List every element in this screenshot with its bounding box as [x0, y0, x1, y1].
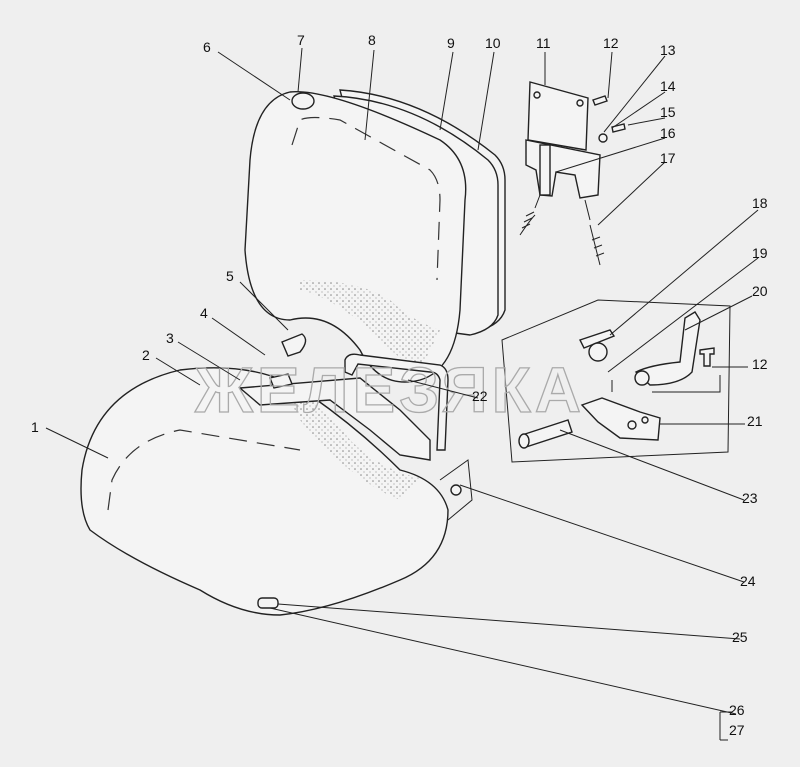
seat-frame	[238, 333, 449, 461]
callout-10: 10	[485, 35, 501, 51]
headrest-cap	[291, 92, 315, 110]
callouts: 1 2 3 4 5 6 7 8 9 10 11 12 13 14 15 16 1…	[31, 32, 768, 738]
callout-2: 2	[142, 347, 150, 363]
callout-20: 20	[752, 283, 768, 299]
callout-16: 16	[660, 125, 676, 141]
backrest-cushion	[244, 91, 467, 383]
callout-9: 9	[447, 35, 455, 51]
callout-4: 4	[200, 305, 208, 321]
hinge-bracket	[519, 81, 626, 266]
callout-3: 3	[166, 330, 174, 346]
callout-23: 23	[742, 490, 758, 506]
callout-15: 15	[660, 104, 676, 120]
detail-box	[501, 299, 731, 463]
callout-12b: 12	[752, 356, 768, 372]
callout-22: 22	[472, 388, 488, 404]
callout-5: 5	[226, 268, 234, 284]
callout-8: 8	[368, 32, 376, 48]
callout-14: 14	[660, 78, 676, 94]
callout-7: 7	[297, 32, 305, 48]
callout-6: 6	[203, 39, 211, 55]
callout-26: 26	[729, 702, 745, 718]
watermark: ЖЕЛЕЗЯКА	[194, 354, 585, 426]
seat-latch	[257, 597, 279, 609]
callout-18: 18	[752, 195, 768, 211]
callout-25: 25	[732, 629, 748, 645]
leader-lines	[45, 47, 759, 741]
callout-1: 1	[31, 419, 39, 435]
callout-19: 19	[752, 245, 768, 261]
callout-13: 13	[660, 42, 676, 58]
callout-17: 17	[660, 150, 676, 166]
callout-21: 21	[747, 413, 763, 429]
callout-11: 11	[536, 35, 551, 51]
lever-parts	[518, 311, 715, 449]
callout-27: 27	[729, 722, 745, 738]
callout-24: 24	[740, 573, 756, 589]
callout-12: 12	[603, 35, 619, 51]
